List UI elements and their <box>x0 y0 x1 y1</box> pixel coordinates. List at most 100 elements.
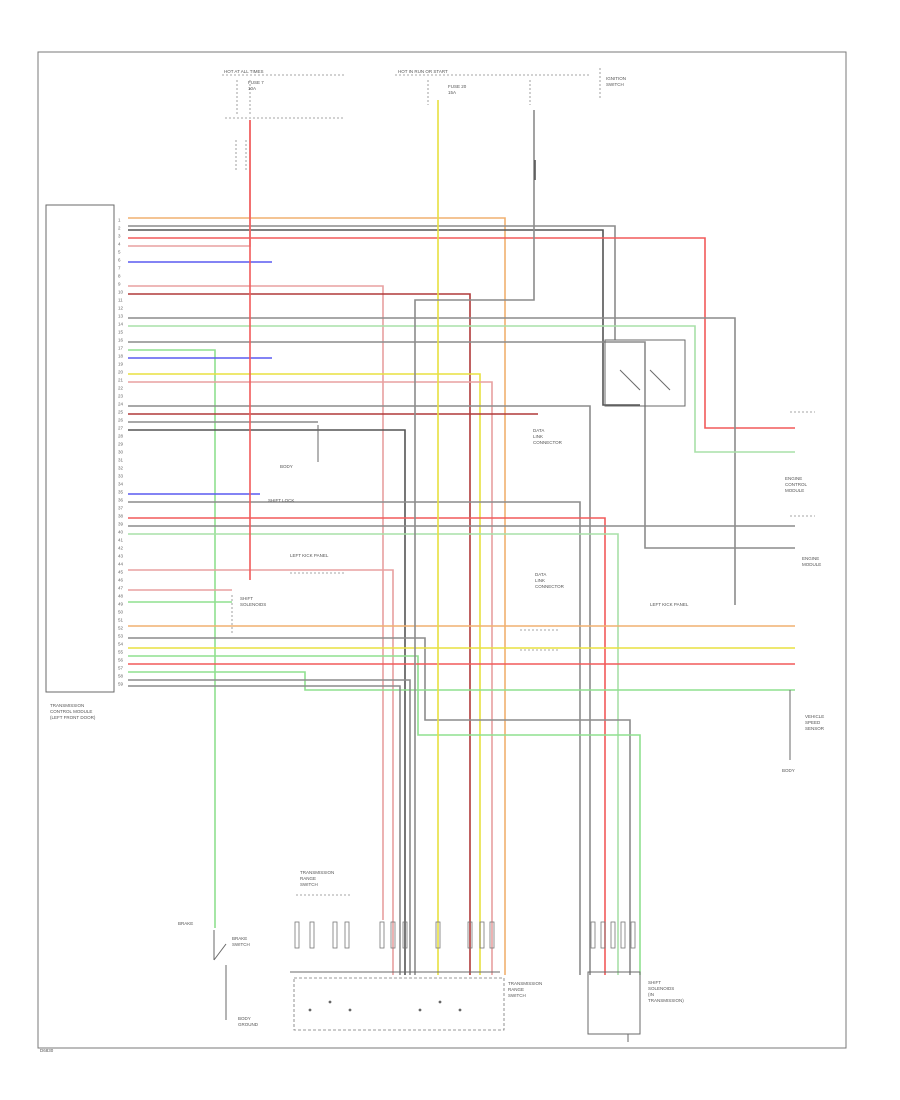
ecm-pin-number: 26 <box>118 418 124 423</box>
ecm-pin-number: 9 <box>118 282 121 287</box>
svg-text:CONNECTOR: CONNECTOR <box>533 440 563 445</box>
wire-gray-feed <box>414 110 535 975</box>
ecm-pin-number: 7 <box>118 266 121 271</box>
svg-text:LINK: LINK <box>533 434 543 439</box>
ecm-pin-number: 4 <box>118 242 121 247</box>
svg-text:HOT AT ALL TIMES: HOT AT ALL TIMES <box>224 69 264 74</box>
ecm-pin-number: 42 <box>118 546 124 551</box>
wire-dark-2 <box>128 429 406 975</box>
svg-text:(LEFT FRONT DOOR): (LEFT FRONT DOOR) <box>50 715 96 720</box>
ecm-pin-number: 34 <box>118 482 124 487</box>
switch-contact <box>438 1000 442 1004</box>
svg-text:LINK: LINK <box>535 578 545 583</box>
svg-text:GROUND: GROUND <box>238 1022 259 1027</box>
svg-text:ENGINE: ENGINE <box>802 556 819 561</box>
svg-text:BODY: BODY <box>238 1016 251 1021</box>
svg-text:VEHICLE: VEHICLE <box>805 714 824 719</box>
ecm-pin-numbers: 1234567891011121314151617181920212223242… <box>118 218 124 687</box>
ecm-pin-number: 49 <box>118 602 124 607</box>
ecm-pin-number: 6 <box>118 258 121 263</box>
connector-pin <box>390 921 396 949</box>
connector-pin <box>402 921 408 949</box>
wire-red-1 <box>128 237 795 429</box>
switch-contact <box>328 1000 332 1004</box>
ecm-pin-number: 55 <box>118 650 124 655</box>
wire-gray-3 <box>128 341 795 549</box>
wire-gray-9 <box>128 679 411 975</box>
ecm-label: TRANSMISSION CONTROL MODULE (LEFT FRONT … <box>50 703 96 720</box>
ecm-pin-number: 31 <box>118 458 124 463</box>
brake-switch: BRAKE BRAKE SWITCH BODY GROUND <box>178 921 259 1027</box>
connector-pin <box>294 921 300 949</box>
ecm-pin-number: 15 <box>118 330 124 335</box>
svg-text:BRAKE: BRAKE <box>232 936 247 941</box>
svg-text:MODULE: MODULE <box>802 562 821 567</box>
wire-green-2 <box>128 349 216 928</box>
wire-gray-6 <box>128 501 581 975</box>
svg-text:CONNECTOR: CONNECTOR <box>535 584 565 589</box>
wire-pink-1 <box>128 120 251 247</box>
wire-red-2 <box>128 517 606 975</box>
ecm-pin-number: 58 <box>118 674 124 679</box>
switch-contact <box>308 1008 312 1012</box>
transmission-control-module <box>45 204 115 693</box>
shift-relay <box>604 339 686 407</box>
connector-pin <box>309 921 315 949</box>
top-power-section: HOT AT ALL TIMES FUSE 7 10A HOT IN RUN O… <box>222 68 626 170</box>
svg-text:TRANSMISSION): TRANSMISSION) <box>648 998 684 1003</box>
ecm-pin-number: 20 <box>118 370 124 375</box>
svg-text:RANGE: RANGE <box>508 987 524 992</box>
svg-text:IGNITION: IGNITION <box>606 76 626 81</box>
svg-text:DATA: DATA <box>533 428 544 433</box>
svg-text:CONTROL MODULE: CONTROL MODULE <box>50 709 92 714</box>
svg-text:SHIFT: SHIFT <box>240 596 253 601</box>
connector-pin <box>467 921 473 949</box>
wire-green-1 <box>128 325 795 453</box>
page-id: D6830 <box>40 1048 54 1053</box>
svg-text:SHIFT LOCK: SHIFT LOCK <box>268 498 294 503</box>
ecm-pin-number: 45 <box>118 570 124 575</box>
wire-pink-2 <box>128 285 384 920</box>
svg-text:BRAKE: BRAKE <box>178 921 193 926</box>
svg-text:BODY: BODY <box>782 768 795 773</box>
svg-text:SWITCH: SWITCH <box>300 882 318 887</box>
ecm-pin-number: 59 <box>118 682 124 687</box>
ecm-pin-number: 11 <box>118 298 123 303</box>
ecm-pin-number: 43 <box>118 554 124 559</box>
ecm-pin-number: 57 <box>118 666 124 671</box>
ecm-pin-number: 2 <box>118 226 121 231</box>
wire-gray-2 <box>128 317 736 605</box>
svg-text:TRANSMISSION: TRANSMISSION <box>508 981 542 986</box>
svg-text:DATA: DATA <box>535 572 546 577</box>
diagram-frame <box>37 51 847 1049</box>
ecm-pin-number: 16 <box>118 338 124 343</box>
ecm-pin-number: 24 <box>118 402 124 407</box>
ecm-pin-number: 10 <box>118 290 124 295</box>
svg-text:LEFT KICK PANEL: LEFT KICK PANEL <box>650 602 689 607</box>
svg-text:SOLENOIDS: SOLENOIDS <box>240 602 266 607</box>
ecm-pin-number: 37 <box>118 506 124 511</box>
svg-text:ENGINE: ENGINE <box>785 476 802 481</box>
ecm-pin-number: 47 <box>118 586 124 591</box>
svg-text:MODULE: MODULE <box>785 488 804 493</box>
wire-orange-1 <box>128 217 506 975</box>
switch-contact <box>348 1008 352 1012</box>
ecm-pin-number: 39 <box>118 522 124 527</box>
connector-pin <box>479 921 485 949</box>
svg-text:SENSOR: SENSOR <box>805 726 825 731</box>
svg-text:CONTROL: CONTROL <box>785 482 807 487</box>
ecm-pin-number: 27 <box>118 426 124 431</box>
ecm-pin-number: 51 <box>118 618 124 623</box>
ecm-pin-number: 1 <box>118 218 121 223</box>
shift-solenoids: SHIFT SOLENOIDS (IN TRANSMISSION) <box>587 971 684 1042</box>
ecm-pin-number: 25 <box>118 410 124 415</box>
connector-pin <box>630 921 636 949</box>
wire-green-6 <box>128 671 795 691</box>
connector-pin <box>590 921 596 949</box>
ecm-pin-number: 53 <box>118 634 124 639</box>
svg-text:SWITCH: SWITCH <box>232 942 250 947</box>
svg-text:FUSE 7: FUSE 7 <box>248 80 264 85</box>
svg-text:BODY: BODY <box>280 464 293 469</box>
wire-green-3 <box>128 533 619 975</box>
